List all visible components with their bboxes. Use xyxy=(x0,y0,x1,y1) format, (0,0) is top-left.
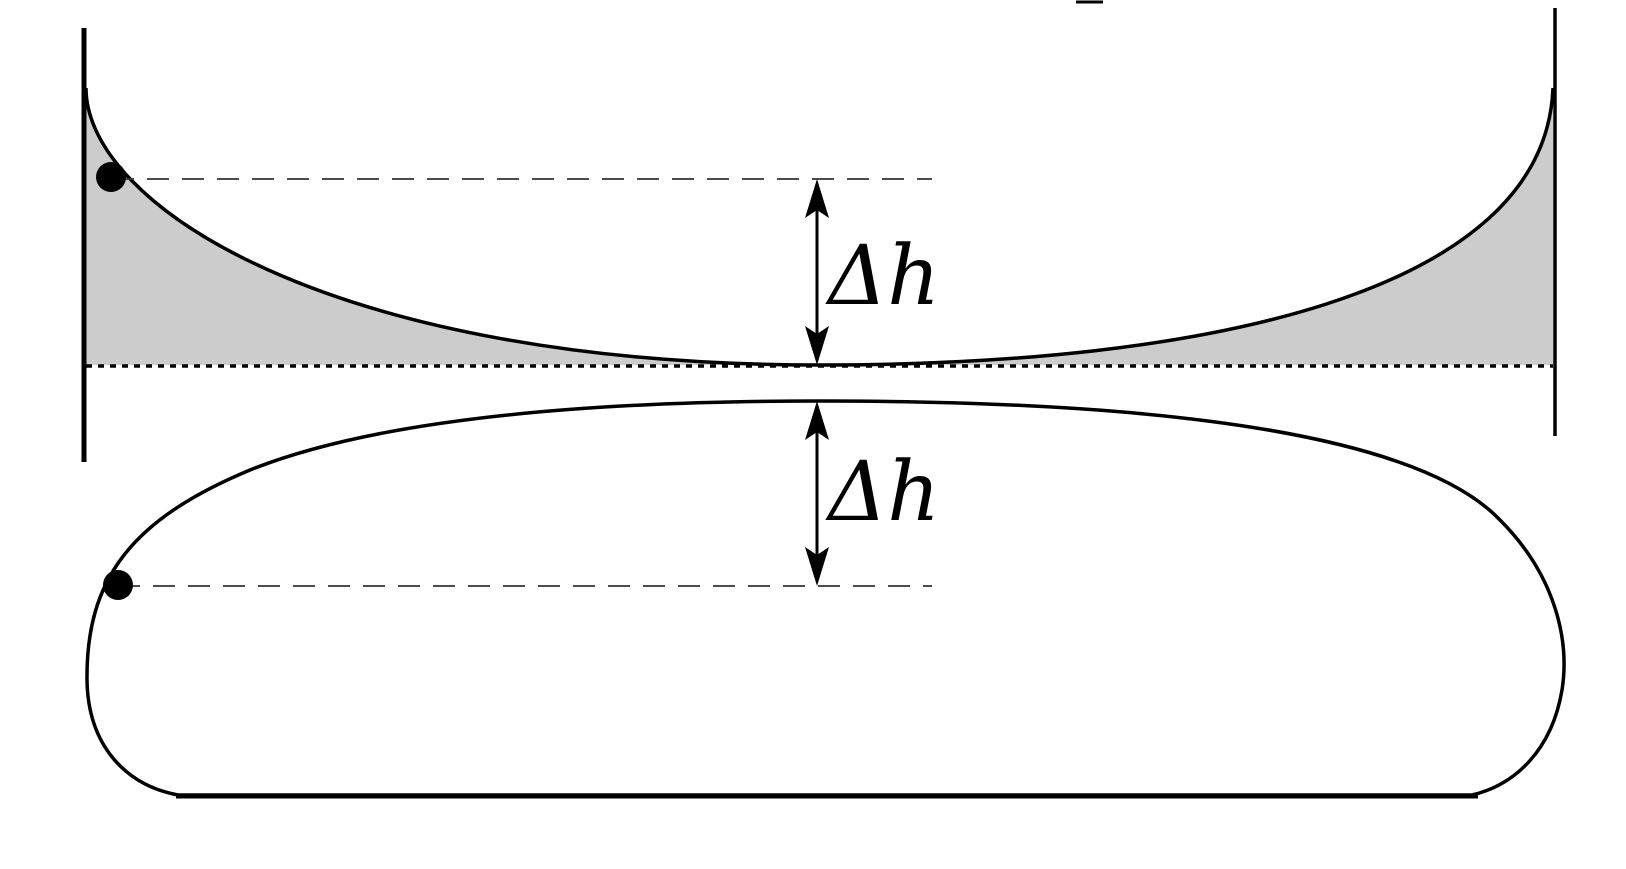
lower-gap-arrow xyxy=(805,401,829,586)
lower-gap-label: Δh xyxy=(825,445,940,540)
upper-gap-arrow xyxy=(805,179,829,365)
meniscus-shaded-region xyxy=(86,88,1553,365)
lower-contact-point xyxy=(103,570,133,600)
upper-contact-point xyxy=(96,162,126,192)
drop-outline xyxy=(85,399,1566,797)
upper-gap-label: Δh xyxy=(825,229,940,324)
